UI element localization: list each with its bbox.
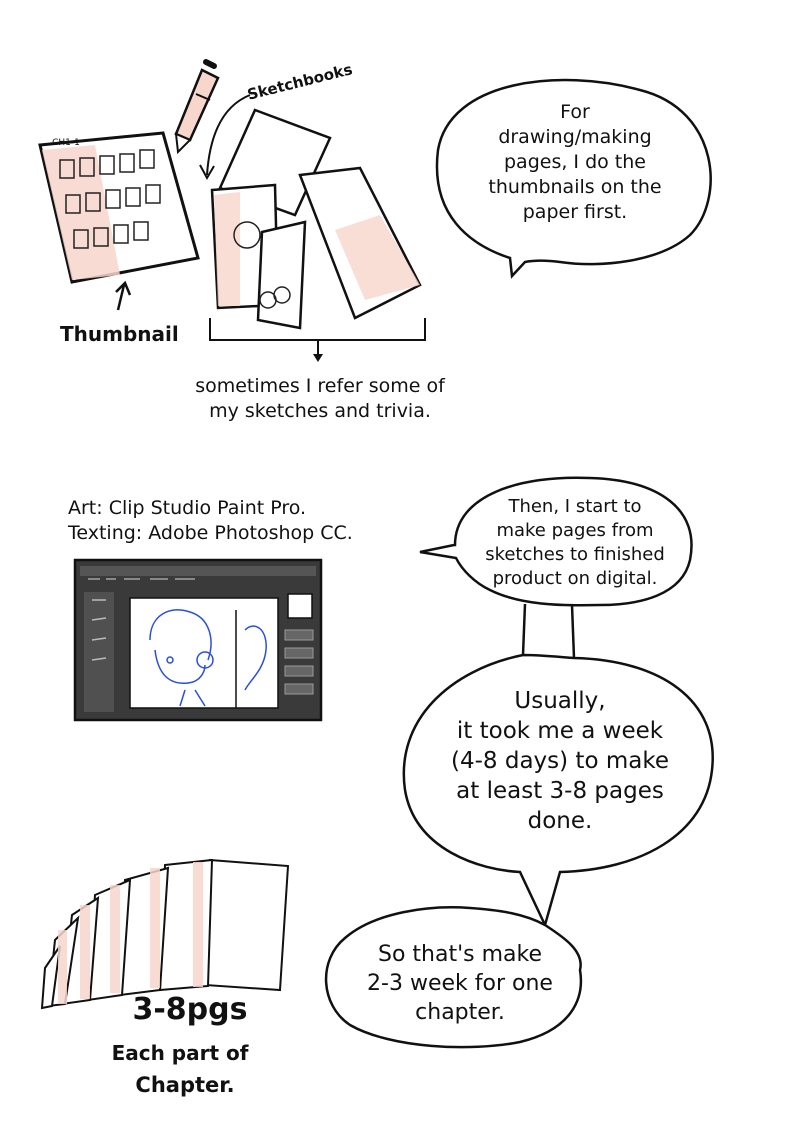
bubble-1-line-5: paper first. [522, 201, 628, 223]
thumbnail-sheet [38, 131, 200, 284]
bubble-1-line-1: For [560, 101, 590, 123]
bubble-3-line-5: done. [527, 808, 593, 834]
sketchbook-stack [210, 108, 422, 330]
pen-icon [174, 59, 220, 155]
thumbnail-arrow [116, 284, 126, 311]
monitor-illustration [73, 558, 323, 722]
refer-caption-line-1: sometimes I refer some of [195, 375, 445, 397]
fanned-pages-blush [58, 862, 203, 1004]
bracket [209, 318, 426, 341]
speech-bubble-4 [324, 906, 583, 1049]
fanned-pages [40, 858, 290, 1010]
sketchbooks-arrow [206, 94, 251, 176]
bubble-3-line-4: at least 3-8 pages [456, 778, 664, 804]
chapter-caption-line-2: Chapter. [135, 1073, 235, 1097]
bubble-4-line-3: chapter. [415, 1000, 505, 1025]
refer-caption: sometimes I refer some of my sketches an… [180, 374, 460, 424]
bubble-2-line-3: sketches to finished [485, 544, 665, 565]
bubble-3-text: Usually, it took me a week (4-8 days) to… [420, 686, 700, 836]
software-caption: Art: Clip Studio Paint Pro. Texting: Ado… [68, 496, 388, 546]
chapter-caption-line-1: Each part of [111, 1041, 249, 1065]
bubble-3-line-3: (4-8 days) to make [451, 748, 669, 774]
bubble-2-line-4: product on digital. [492, 568, 658, 589]
bubble-2-line-2: make pages from [496, 520, 654, 541]
thumbnail-label: Thumbnail [60, 322, 179, 346]
bubble-1-line-2: drawing/making [498, 126, 652, 148]
bubble-2-line-1: Then, I start to [508, 496, 642, 517]
bubble-1-line-4: thumbnails on the [488, 176, 662, 198]
bubble-2-text: Then, I start to make pages from sketche… [465, 495, 685, 591]
software-texting-line: Texting: Adobe Photoshop CC. [68, 522, 353, 544]
bubble-3-line-1: Usually, [514, 688, 606, 714]
bubble-1-line-3: pages, I do the [504, 151, 646, 173]
bubble-4-text: So that's make 2-3 week for one chapter. [340, 940, 580, 1027]
thumbnail-sheet-header: CH1-1 [52, 138, 80, 148]
pages-count-label: 3-8pgs [132, 992, 248, 1027]
bubble-4-line-1: So that's make [377, 942, 542, 967]
speech-bubble-2 [419, 476, 693, 607]
bubble-1-text: For drawing/making pages, I do the thumb… [470, 100, 680, 225]
bubble-4-line-2: 2-3 week for one [367, 971, 553, 996]
bubble-3-line-2: it took me a week [456, 718, 664, 744]
refer-caption-line-2: my sketches and trivia. [209, 400, 431, 422]
speech-bubble-1 [435, 78, 712, 279]
software-art-line: Art: Clip Studio Paint Pro. [68, 497, 307, 519]
speech-bubble-3 [402, 653, 714, 929]
